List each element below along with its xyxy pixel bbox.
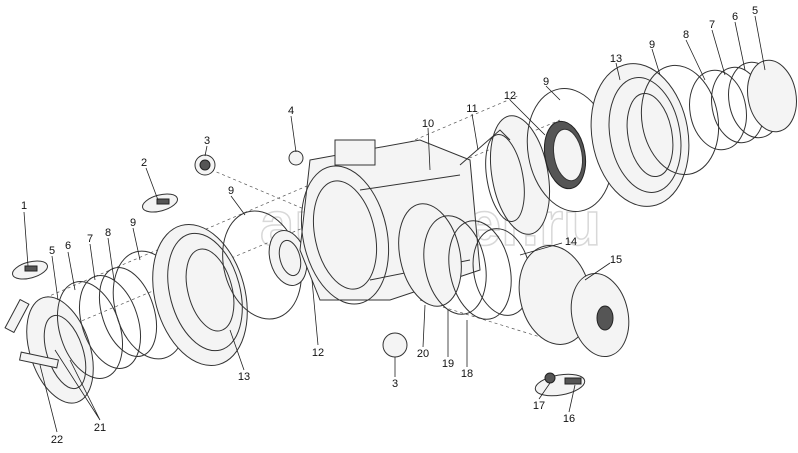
callout-15: 15	[610, 254, 622, 266]
callout-17: 17	[533, 400, 545, 412]
callout-9-right: 9	[649, 39, 655, 51]
plug-3-bottom	[382, 332, 408, 358]
left-cover-group	[4, 250, 188, 404]
callout-7-right: 7	[709, 19, 715, 31]
callout-5-left: 5	[49, 245, 55, 257]
bevel-gear-11	[459, 115, 550, 235]
callout-18: 18	[461, 368, 473, 380]
bearing-cup-13-right	[590, 63, 690, 207]
callout-9-mid: 9	[543, 76, 549, 88]
callout-5-right: 5	[752, 5, 758, 17]
flange-20	[398, 203, 462, 307]
right-cover-group	[689, 59, 797, 151]
callout-7-left: 7	[87, 233, 93, 245]
callout-22: 22	[51, 434, 63, 446]
cover-5-left	[26, 296, 94, 404]
callout-6-right: 6	[732, 11, 738, 23]
callout-10: 10	[422, 118, 434, 130]
callout-21: 21	[94, 422, 106, 434]
gasket-8-right	[689, 69, 747, 151]
callout-9-left-a: 9	[130, 217, 136, 229]
callout-4: 4	[288, 105, 294, 117]
callout-3-bottom: 3	[392, 378, 398, 390]
callout-16: 16	[563, 413, 575, 425]
callout-6-left: 6	[65, 240, 71, 252]
callout-14: 14	[565, 236, 577, 248]
plug-4	[288, 150, 304, 166]
gasket-8-left	[98, 267, 158, 357]
callout-3-top: 3	[204, 135, 210, 147]
callout-20: 20	[417, 348, 429, 360]
shim-18	[448, 220, 512, 320]
lock-plate-22b	[18, 351, 60, 369]
bearing-cup-13-left	[152, 223, 248, 367]
callout-19: 19	[442, 358, 454, 370]
callout-12-top: 12	[504, 90, 516, 102]
lock-plate-22a	[4, 298, 30, 334]
callout-13-bottom: 13	[238, 371, 250, 383]
differential-group	[398, 203, 630, 357]
fasteners	[11, 150, 586, 397]
callout-9-left-b: 9	[228, 185, 234, 197]
callout-2: 2	[141, 157, 147, 169]
cover-5-right	[747, 59, 797, 133]
gasket-19	[423, 215, 487, 315]
callout-1: 1	[21, 200, 27, 212]
bearing-12-right	[543, 120, 587, 190]
o-ring-9-right	[640, 64, 720, 176]
callout-11: 11	[466, 103, 477, 115]
callout-8-right: 8	[683, 29, 689, 41]
callout-12-bottom: 12	[312, 347, 324, 359]
callout-8-left: 8	[105, 227, 111, 239]
callout-13-top: 13	[610, 53, 622, 65]
shim-7-left	[79, 275, 141, 369]
